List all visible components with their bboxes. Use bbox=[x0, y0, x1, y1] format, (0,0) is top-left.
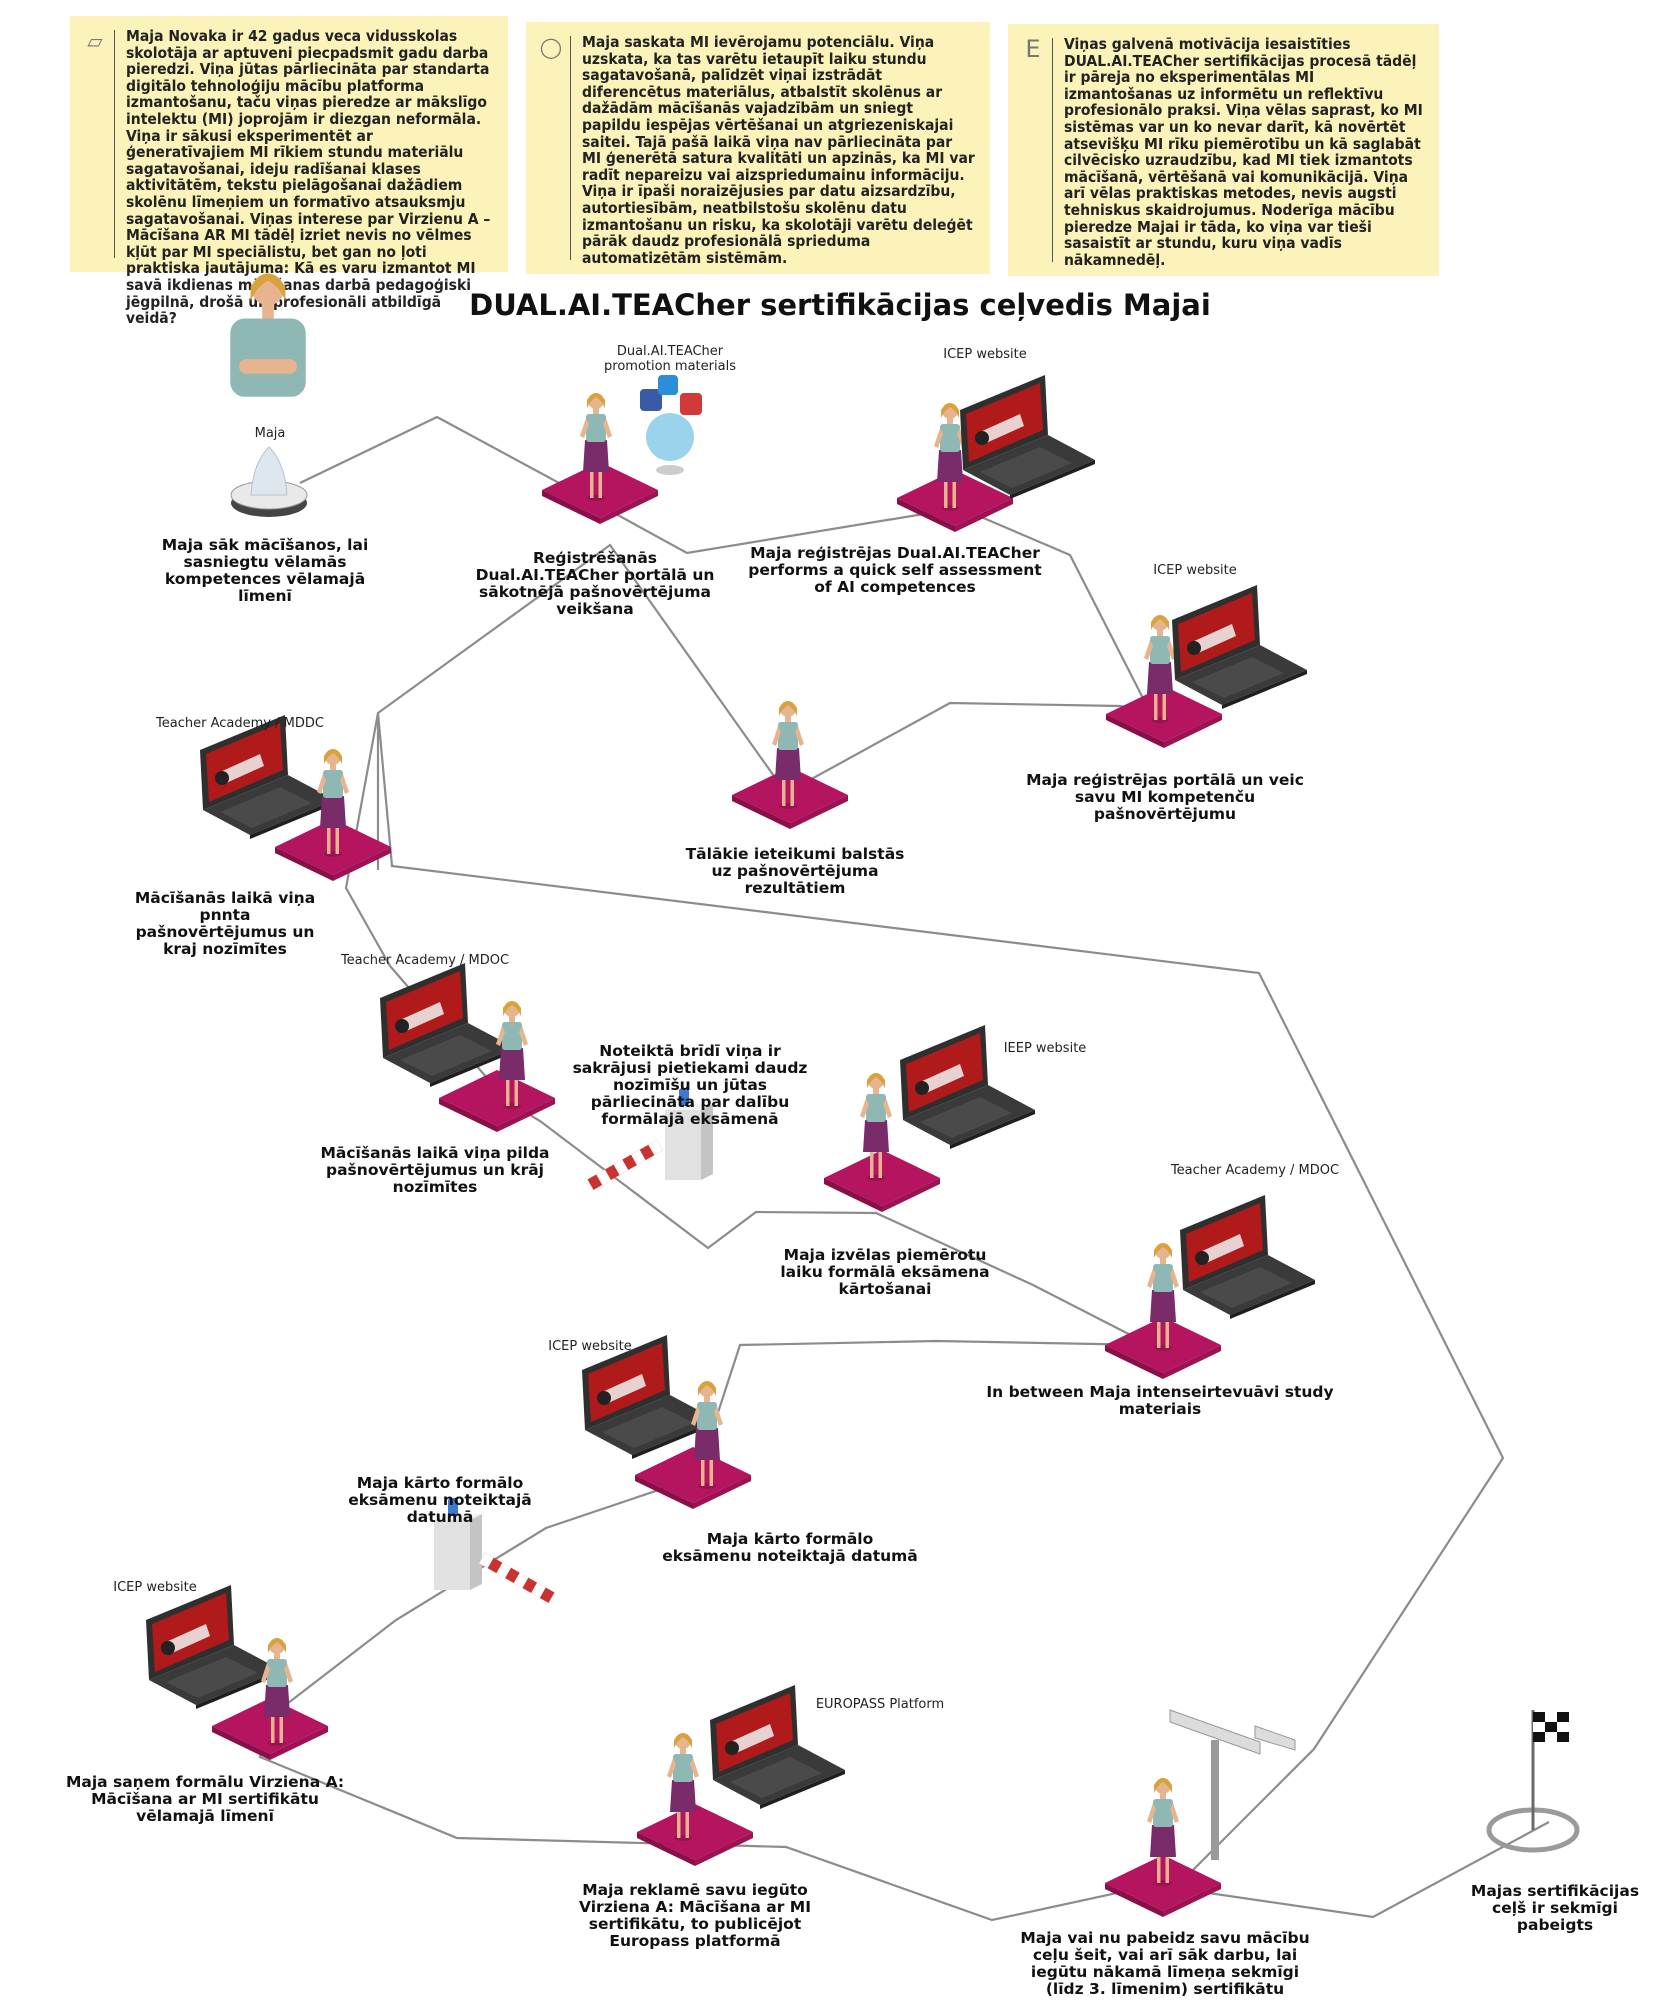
step-source: Teacher Academy / MDOC bbox=[340, 953, 510, 968]
exam-gate-1 bbox=[587, 1088, 713, 1191]
persona-note-profile: ▱ Maja Novaka ir 42 gadus veca vidusskol… bbox=[70, 16, 508, 326]
step-label: Mācīšanās laikā viņa pilda pašnovērtējum… bbox=[320, 1144, 550, 1196]
step-11-station bbox=[637, 1685, 845, 1866]
step-10-station bbox=[146, 1585, 328, 1760]
step-4-station bbox=[732, 701, 848, 829]
maja-avatar bbox=[230, 273, 306, 397]
step-6-station bbox=[380, 963, 555, 1132]
step-8-station bbox=[1105, 1195, 1315, 1379]
step-source: ICEP website bbox=[943, 347, 1027, 362]
step-label: Maja reklamē savu iegūto Virziena A: Māc… bbox=[579, 1881, 811, 1950]
step-label: Maja saņem formālu Virziena A: Mācīšana … bbox=[65, 1773, 345, 1825]
start-pedestal bbox=[230, 446, 308, 517]
step-source: ICEP website bbox=[113, 1580, 197, 1595]
step-label: Maja reģistrējas Dual.AI.TEACher perform… bbox=[748, 544, 1042, 596]
step-3-station bbox=[1106, 585, 1307, 748]
step-label: Maja vai nu pabeidz savu mācību ceļu šei… bbox=[1020, 1929, 1310, 1998]
start-name: Maja bbox=[254, 426, 286, 441]
note-text: Viņas galvenā motivācija iesaistīties DU… bbox=[1064, 35, 1423, 269]
journey-branch bbox=[376, 712, 1505, 1881]
finish-label: Majas sertifikācijas ceļš ir sekmīgi pab… bbox=[1470, 1882, 1640, 1934]
step-label: Maja reģistrējas portālā un veic savu MI… bbox=[1026, 771, 1304, 823]
start-label: Maja sāk mācīšanos, lai sasniegtu vēlamā… bbox=[161, 536, 369, 605]
hat-icon: ▱ bbox=[87, 29, 103, 53]
step-source: Dual.AI.TEACher promotion materials bbox=[604, 344, 736, 374]
step-label: Maja izvēlas piemērotu laiku formālā eks… bbox=[780, 1246, 990, 1298]
step-source: ICEP website bbox=[548, 1339, 632, 1354]
step-source: Teacher Academy / MDDC bbox=[156, 716, 324, 731]
step-label: Tālākie ieteikumi balstās uz pašnovērtēj… bbox=[685, 845, 905, 897]
step-1-station bbox=[542, 375, 702, 524]
step-source: ICEP website bbox=[1153, 563, 1237, 578]
step-label: Mācīšanās laikā viņa pnnta pašnovērtējum… bbox=[134, 889, 316, 958]
journey-path bbox=[258, 415, 1550, 1922]
letter-e-icon: E bbox=[1025, 35, 1041, 63]
persona-note-motivation: E Viņas galvenā motivācija iesaistīties … bbox=[1008, 24, 1439, 276]
persona-note-potential: ◯ Maja saskata MI ievērojamu potenciālu.… bbox=[526, 22, 990, 274]
exam-gate-2 bbox=[434, 1498, 555, 1604]
gate-label: Maja kārto formālo eksāmenu noteiktajā d… bbox=[348, 1474, 532, 1526]
page-title: DUAL.AI.TEACher sertifikācijas ceļvedis … bbox=[469, 288, 1211, 322]
step-source: EUROPASS Platform bbox=[815, 1697, 945, 1712]
gate-label: Noteiktā brīdī viņa ir sakrājusi pietiek… bbox=[572, 1042, 808, 1128]
finish-flag-icon bbox=[1486, 1710, 1580, 1853]
step-source: Teacher Academy / MDOC bbox=[1170, 1163, 1340, 1178]
note-text: Maja saskata MI ievērojamu potenciālu. V… bbox=[582, 33, 975, 267]
globe-icon bbox=[640, 375, 702, 475]
step-label: In between Maja intenseirtevuāvi study m… bbox=[986, 1383, 1334, 1418]
step-12-station bbox=[1105, 1709, 1296, 1917]
lightbulb-icon: ◯ bbox=[539, 35, 563, 59]
step-source: IEEP website bbox=[1003, 1041, 1087, 1056]
step-9-station bbox=[582, 1335, 751, 1509]
step-label: Maja kārto formālo eksāmenu noteiktajā d… bbox=[662, 1530, 918, 1565]
signpost-icon bbox=[1169, 1709, 1296, 1860]
step-2-station bbox=[897, 375, 1095, 532]
note-text: Maja Novaka ir 42 gadus veca vidusskolas… bbox=[126, 27, 491, 328]
step-label: Reģistrēšanās Dual.AI.TEACher portālā un… bbox=[475, 549, 715, 618]
